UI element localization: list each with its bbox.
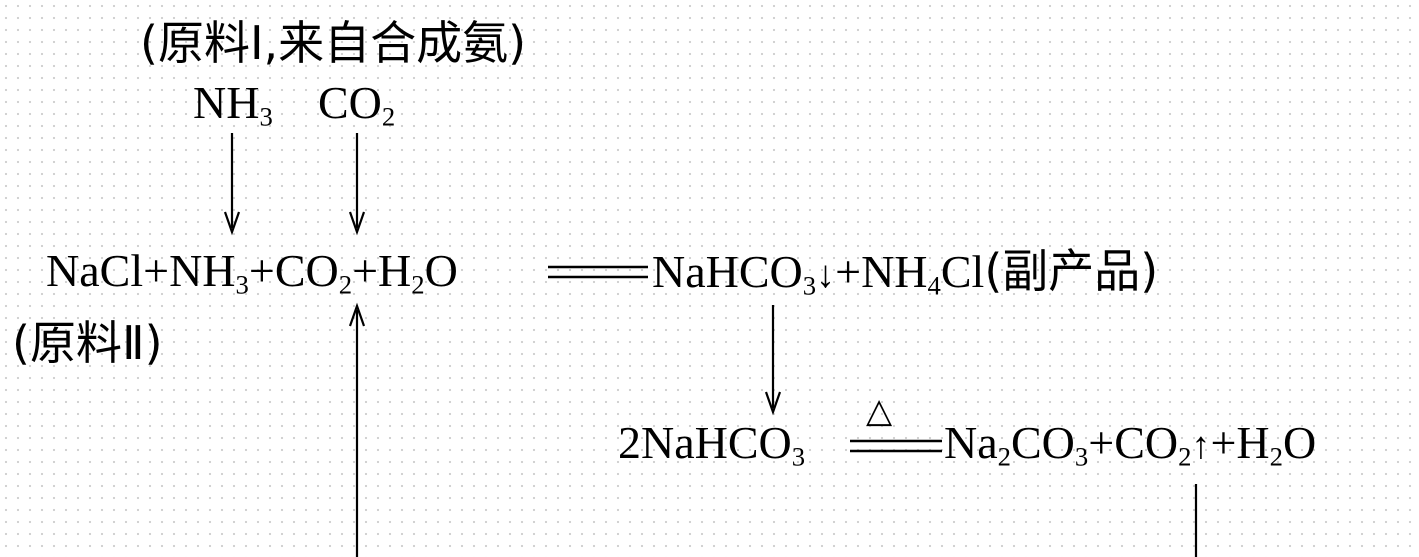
formula-main: CO: [318, 77, 382, 128]
paren-close: ): [508, 16, 527, 70]
formula-main: NH: [193, 77, 260, 128]
formula-sub: 3: [259, 101, 273, 132]
raw-material-1-name: 原料Ⅰ: [157, 16, 264, 70]
equation-1: NaCl+NH3+CO2+H2O: [46, 245, 458, 300]
equation-2-products: Na2CO3+CO2↑+H2O: [944, 417, 1317, 472]
raw-material-1-label: (原料Ⅰ,来自合成氨): [140, 20, 526, 66]
nacl: NaCl: [46, 245, 144, 296]
nahco3: NaHCO3: [641, 417, 806, 472]
co2: CO2: [1114, 417, 1192, 472]
h2o: H2O: [378, 245, 458, 300]
plus: +: [835, 246, 862, 297]
h2o: H2O: [1236, 417, 1317, 472]
nh4cl: NH4Cl: [861, 246, 985, 301]
byproduct-label: (副产品): [984, 244, 1159, 298]
plus: +: [1210, 417, 1237, 468]
nahco3: NaHCO3: [652, 246, 817, 301]
feed-nh3: NH3: [193, 77, 273, 130]
plus: +: [1088, 417, 1115, 468]
plus: +: [143, 245, 170, 296]
nh3: NH3: [169, 245, 249, 300]
formula-sub: 2: [381, 101, 396, 132]
raw-material-1-source: 来自合成氨: [278, 16, 509, 70]
plus: +: [352, 245, 379, 296]
equation-1-products: NaHCO3↓+NH4Cl(副产品): [652, 246, 1158, 301]
raw-material-2-label: (原料Ⅱ): [12, 316, 163, 370]
equation-2-reactant: 2NaHCO3: [618, 417, 806, 472]
coefficient: 2: [618, 417, 641, 468]
co2-feed-arrowhead: [348, 211, 366, 236]
nahco3-down-arrowhead: [764, 391, 782, 416]
precipitate-arrow: ↓: [816, 254, 836, 296]
nh3-feed-arrowhead: [223, 211, 241, 236]
feed-co2: CO2: [318, 77, 395, 130]
heat-symbol: △: [866, 391, 893, 431]
na2co3: Na2CO3: [944, 417, 1089, 472]
paren-open: (: [140, 16, 158, 70]
plus: +: [248, 245, 275, 296]
co2: CO2: [274, 245, 353, 300]
gas-arrow: ↑: [1191, 425, 1211, 467]
separator: ,: [263, 16, 279, 70]
co2-recycle-arrowhead: [348, 302, 366, 327]
